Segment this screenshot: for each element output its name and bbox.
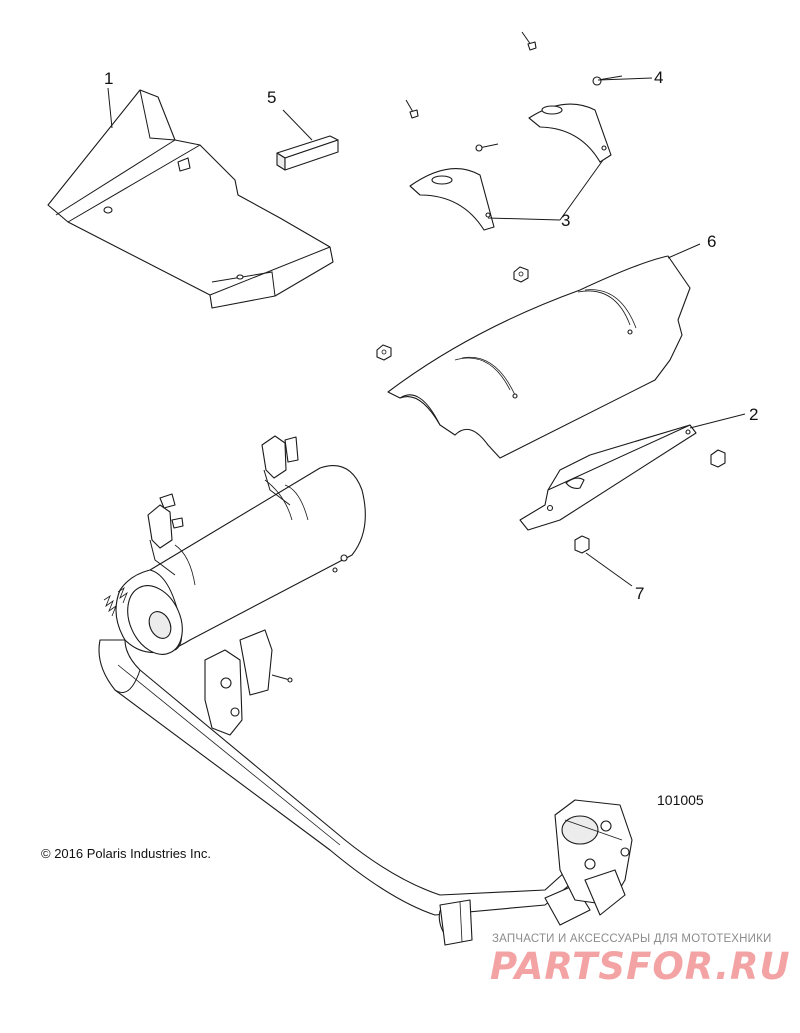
watermark-tagline: ЗАПЧАСТИ И АКСЕССУАРЫ ДЛЯ МОТОТЕХНИКИ bbox=[492, 933, 772, 945]
callout-5: 5 bbox=[267, 88, 277, 107]
diagram-id: 101005 bbox=[657, 792, 704, 808]
inlet-spring bbox=[103, 586, 128, 617]
callout-7: 7 bbox=[635, 584, 645, 603]
callout-3: 3 bbox=[561, 211, 571, 230]
copyright-notice: © 2016 Polaris Industries Inc. bbox=[41, 846, 211, 861]
part-3-heat-shield-front bbox=[409, 168, 495, 231]
screw-left bbox=[405, 99, 419, 119]
part-2-mounting-bracket bbox=[519, 424, 697, 531]
part-6-main-heat-shield bbox=[387, 255, 691, 459]
part-1-heat-shield-bracket bbox=[47, 89, 334, 309]
exhaust-flange bbox=[554, 799, 633, 916]
bolt-right bbox=[710, 449, 726, 468]
part-7-bolt bbox=[574, 535, 590, 554]
part-3-heat-shield-rear bbox=[528, 103, 612, 163]
head-pipe bbox=[98, 639, 601, 946]
muffler bbox=[115, 465, 366, 655]
pipe-bracket bbox=[204, 629, 293, 736]
callout-6: 6 bbox=[707, 232, 717, 251]
callout-1: 1 bbox=[104, 69, 114, 88]
nut-left bbox=[376, 344, 392, 361]
muffler-hanger-left bbox=[147, 493, 184, 576]
nut-upper bbox=[513, 266, 529, 283]
leader-lines bbox=[107, 77, 746, 587]
screw-middle bbox=[475, 143, 499, 152]
watermark-logo: PARTSFOR.RU bbox=[490, 945, 791, 988]
screw-top bbox=[521, 31, 537, 51]
callout-4: 4 bbox=[654, 68, 664, 87]
callout-2: 2 bbox=[749, 405, 759, 424]
muffler-hanger-right bbox=[261, 435, 299, 506]
part-5-foam-pad bbox=[276, 135, 339, 171]
part-4-fastener bbox=[592, 75, 623, 86]
